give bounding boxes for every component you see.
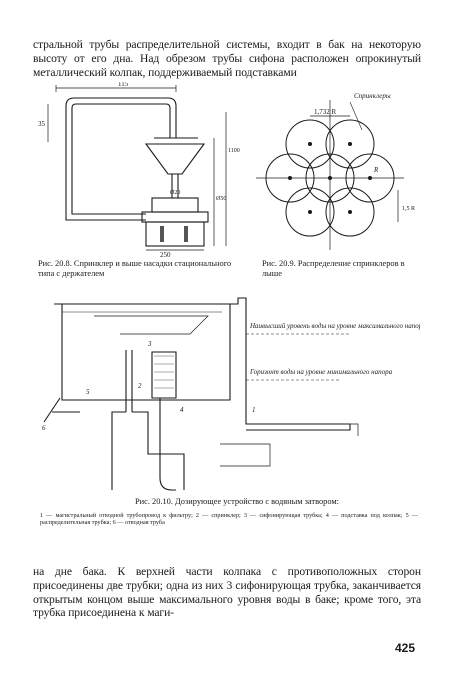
dim-1100: 1100 (228, 148, 240, 154)
number-1: 1 (252, 406, 256, 414)
label-r: R (373, 166, 379, 174)
legend-fig-20-10: 1 — магистральный отводной трубопровод к… (40, 512, 418, 527)
number-6: 6 (42, 424, 46, 432)
number-4: 4 (180, 406, 184, 414)
annotation-max-level: Наивысший уровень воды на уровне максима… (249, 322, 420, 330)
figure-dosing-device: Наивысший уровень воды на уровне максима… (40, 294, 420, 494)
dim-250: 250 (160, 251, 171, 258)
dim-d20: Ø20 (170, 190, 180, 196)
annotation-min-level: Горизонт воды на уровне минимального нап… (249, 368, 393, 376)
figure-sprinkler-nozzle: 115 35 Ø20 1100 Ø50 250 (36, 82, 248, 258)
label-sprinklers: Спринклеры (354, 92, 391, 100)
sprinkler-nozzle-drawing: 115 35 Ø20 1100 Ø50 250 (38, 82, 240, 258)
number-3: 3 (147, 340, 152, 348)
label-1732r: 1,732 R (314, 108, 337, 116)
dim-d50: Ø50 (216, 196, 226, 202)
top-paragraph: стральной трубы распределительной систем… (33, 38, 421, 79)
caption-fig-20-8: Рис. 20.8. Спринклер и выше насадки стац… (38, 259, 232, 278)
page-number: 425 (395, 641, 416, 655)
figure-sprinkler-layout: 1,732 R Спринклеры R 1,5 R (250, 82, 420, 258)
caption-fig-20-10: Рис. 20.10. Дозирующее устройство с водя… (134, 497, 339, 506)
bottom-paragraph: на дне бака. К верхней части колпака с п… (33, 565, 421, 620)
number-5: 5 (86, 388, 90, 396)
dim-35: 35 (38, 120, 46, 128)
number-2: 2 (138, 382, 142, 390)
dim-115: 115 (118, 82, 129, 88)
label-15r: 1,5 R (402, 206, 415, 212)
caption-fig-20-9: Рис. 20.9. Распределение спринклеров в л… (262, 259, 405, 278)
dosing-device-drawing: Наивысший уровень воды на уровне максима… (42, 297, 420, 491)
sprinkler-layout-drawing: 1,732 R Спринклеры R 1,5 R (256, 92, 415, 250)
